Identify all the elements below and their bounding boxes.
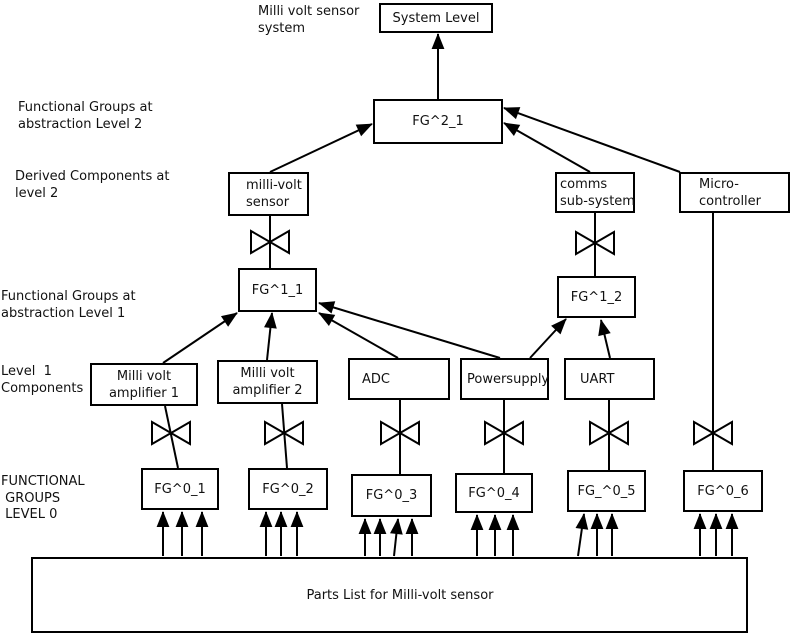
edge-micro-fg21 bbox=[503, 107, 681, 173]
label-derived-components-l2: Derived Components at level 2 bbox=[15, 169, 170, 201]
edge-parts-fg03-c bbox=[390, 518, 403, 557]
node-fg0-5: FG_^0_5 bbox=[567, 470, 646, 512]
node-fg0-2: FG^0_2 bbox=[248, 468, 328, 510]
node-fg1-1: FG^1_1 bbox=[238, 268, 317, 312]
node-label: FG^1_2 bbox=[570, 289, 623, 305]
node-milli-volt-sensor: milli-volt sensor bbox=[228, 172, 309, 216]
node-uart: UART bbox=[564, 358, 655, 400]
edge-powersupply-fg11 bbox=[318, 301, 501, 359]
valve-icon bbox=[250, 229, 290, 255]
valve-icon bbox=[575, 230, 615, 256]
node-label: FG^0_6 bbox=[697, 483, 749, 499]
node-label: System Level bbox=[392, 10, 480, 26]
valve-icon bbox=[484, 420, 524, 446]
node-parts-list: Parts List for Milli-volt sensor bbox=[31, 557, 748, 633]
edge-amp2-fg02 bbox=[281, 403, 288, 469]
node-adc: ADC bbox=[348, 358, 450, 400]
edge-parts-fg05-a bbox=[575, 513, 589, 557]
edge-amp1-fg01 bbox=[164, 405, 179, 469]
node-comms-sub-system: comms sub-system bbox=[555, 172, 635, 213]
label-level1-components: Level 1 Components bbox=[1, 364, 84, 396]
node-fg0-6: FG^0_6 bbox=[683, 470, 763, 512]
node-label: UART bbox=[580, 371, 615, 387]
label-functional-groups-l2: Functional Groups at abstraction Level 2 bbox=[18, 100, 153, 132]
node-label: FG^0_4 bbox=[468, 485, 520, 501]
node-fg2-1: FG^2_1 bbox=[373, 99, 503, 144]
edge-mvsensor-fg21 bbox=[269, 123, 373, 173]
valve-icon bbox=[693, 420, 733, 446]
label-functional-groups-l1: Functional Groups at abstraction Level 1 bbox=[1, 289, 136, 321]
node-label: FG^1_1 bbox=[251, 282, 304, 298]
node-powersupply: Powersupply bbox=[460, 358, 549, 400]
node-label: comms sub-system bbox=[560, 176, 635, 209]
node-label: milli-volt sensor bbox=[246, 178, 302, 210]
valve-icon bbox=[589, 420, 629, 446]
node-label: Micro- controller bbox=[699, 176, 762, 209]
valve-icon bbox=[151, 420, 191, 446]
edge-comms-fg21 bbox=[503, 122, 591, 173]
node-label: FG^0_3 bbox=[365, 488, 418, 503]
node-fg1-2: FG^1_2 bbox=[557, 276, 636, 318]
edge-amp1-fg11 bbox=[162, 312, 238, 364]
edge-powersupply-fg12 bbox=[529, 318, 567, 359]
node-label: ADC bbox=[362, 371, 390, 387]
edge-uart-fg12 bbox=[598, 319, 611, 359]
node-label: FG^2_1 bbox=[412, 114, 464, 129]
node-fg0-4: FG^0_4 bbox=[455, 473, 533, 513]
node-label: FG^0_2 bbox=[262, 481, 314, 497]
node-label: Parts List for Milli-volt sensor bbox=[306, 587, 494, 603]
node-label: Milli volt amplifier 1 bbox=[108, 368, 180, 401]
node-amp1: Milli volt amplifier 1 bbox=[90, 363, 198, 406]
node-fg0-3: FG^0_3 bbox=[351, 474, 432, 517]
diagram-title: Milli volt sensor system bbox=[258, 4, 360, 36]
node-label: Milli volt amplifier 2 bbox=[232, 366, 303, 398]
edge-adc-fg11 bbox=[318, 312, 399, 359]
node-label: FG_^0_5 bbox=[577, 483, 636, 499]
node-label: Powersupply bbox=[467, 371, 550, 387]
node-amp2: Milli volt amplifier 2 bbox=[217, 360, 318, 404]
valve-icon bbox=[264, 420, 304, 446]
node-fg0-1: FG^0_1 bbox=[141, 468, 219, 510]
node-label: FG^0_1 bbox=[154, 481, 206, 497]
valve-icon bbox=[380, 420, 420, 446]
edge-amp2-fg11 bbox=[264, 312, 277, 361]
node-system-level: System Level bbox=[379, 3, 493, 33]
label-functional-groups-l0: FUNCTIONAL GROUPS LEVEL 0 bbox=[1, 474, 85, 522]
node-micro-controller: Micro- controller bbox=[679, 172, 790, 213]
